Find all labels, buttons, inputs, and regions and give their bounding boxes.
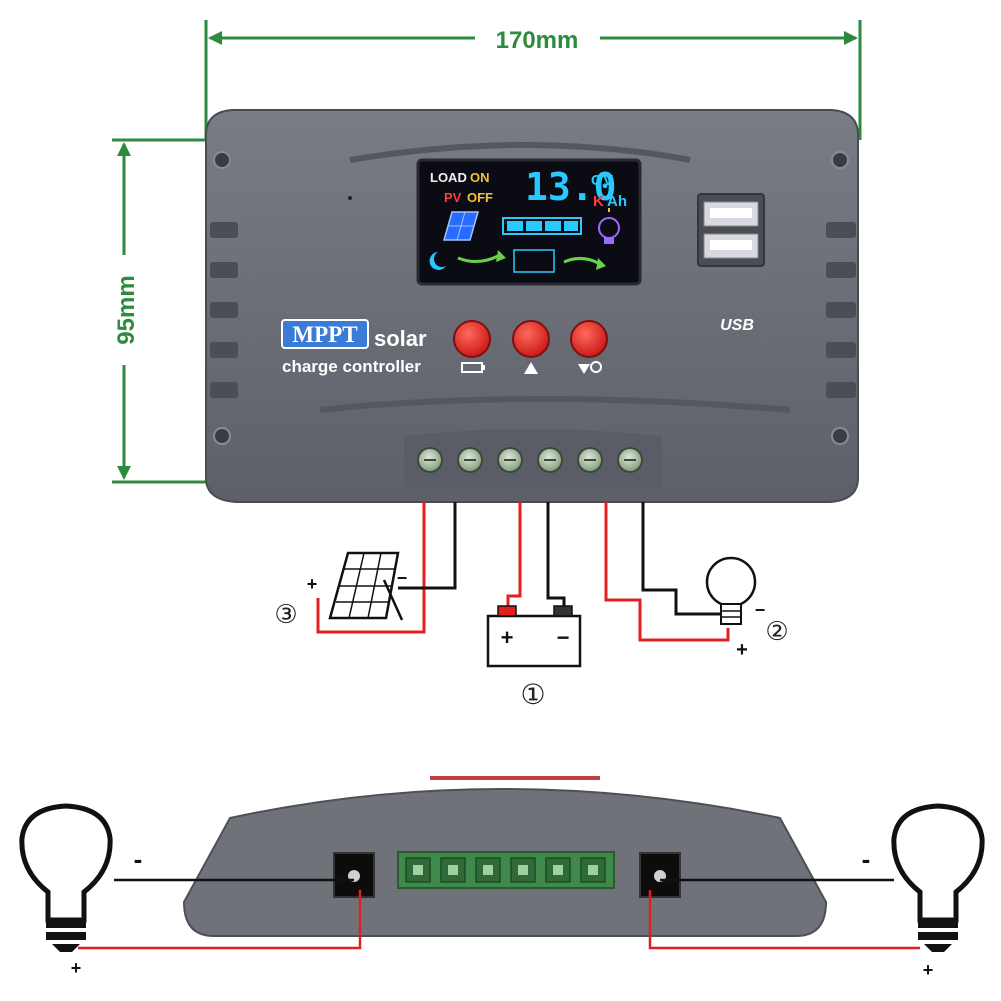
reading-digits: 13.0 bbox=[525, 165, 617, 209]
battery-negative-wire bbox=[546, 502, 566, 610]
battery-positive-wire bbox=[506, 502, 522, 610]
width-dimension: 170mm bbox=[204, 20, 862, 140]
right-lightbulb-icon bbox=[891, 803, 985, 952]
arrow-left-icon bbox=[208, 31, 222, 45]
lcd-display: LOAD ON PV OFF 13.0 C V K Ah bbox=[416, 158, 642, 286]
pv-label: PV bbox=[444, 190, 462, 205]
controller-side-view bbox=[182, 776, 828, 937]
lcd-flow-arrow-icon bbox=[563, 257, 601, 266]
solar-plus: + bbox=[307, 574, 318, 594]
left-bulb-minus: - bbox=[134, 844, 143, 874]
usb-port[interactable] bbox=[697, 193, 765, 267]
load-minus: − bbox=[755, 600, 766, 620]
solar-minus: − bbox=[397, 568, 408, 588]
dc-jack-right[interactable] bbox=[639, 852, 681, 898]
mount-hole-icon bbox=[831, 151, 849, 169]
terminal-solar-negative[interactable] bbox=[457, 447, 483, 473]
left-vent-fins bbox=[210, 222, 238, 398]
height-label: 95mm bbox=[113, 275, 140, 344]
height-dimension: 95mm bbox=[112, 138, 206, 484]
right-vent-fins bbox=[826, 222, 856, 398]
load-plus: + bbox=[736, 639, 748, 661]
menu-button[interactable] bbox=[453, 320, 491, 358]
battery-plus: + bbox=[501, 625, 514, 650]
lightbulb-icon bbox=[705, 556, 757, 625]
side-wiring bbox=[78, 878, 920, 950]
width-label: 170mm bbox=[496, 27, 579, 54]
solar-panel-icon bbox=[328, 551, 404, 621]
right-bulb-minus: - bbox=[862, 844, 871, 874]
brand-block: MPPT solar charge controller bbox=[281, 319, 427, 376]
left-lightbulb-icon bbox=[19, 803, 113, 952]
off-label: OFF bbox=[467, 190, 493, 205]
solar-number: ③ bbox=[274, 600, 297, 630]
terminal-battery-negative[interactable] bbox=[537, 447, 563, 473]
lcd-bulb-icon bbox=[598, 208, 620, 244]
load-negative-wire bbox=[641, 502, 724, 616]
load-label: LOAD bbox=[430, 170, 467, 185]
mount-hole-icon bbox=[213, 151, 231, 169]
mppt-logo: MPPT bbox=[292, 322, 357, 347]
brand-solar: solar bbox=[374, 326, 427, 351]
brand-charge-controller: charge controller bbox=[282, 357, 421, 376]
load-number: ② bbox=[765, 617, 788, 647]
solar-negative-wire bbox=[398, 502, 457, 590]
battery-icon bbox=[486, 605, 582, 668]
load-positive-wire bbox=[604, 502, 730, 642]
up-button[interactable] bbox=[512, 320, 550, 358]
on-label: ON bbox=[470, 170, 490, 185]
wiring bbox=[316, 502, 730, 642]
lcd-load-box-icon bbox=[513, 249, 555, 273]
terminal-battery-positive[interactable] bbox=[497, 447, 523, 473]
mount-hole-icon bbox=[831, 427, 849, 445]
arrow-down-icon bbox=[117, 466, 131, 480]
right-bulb-plus: + bbox=[923, 960, 934, 980]
down-button[interactable] bbox=[570, 320, 608, 358]
lcd-flow-arrow-icon bbox=[457, 254, 499, 263]
down-bulb-icon bbox=[578, 361, 602, 374]
unit-ah: Ah bbox=[607, 193, 627, 210]
battery-icon bbox=[461, 362, 485, 373]
usb-label: USB bbox=[720, 317, 754, 334]
terminal-load-positive[interactable] bbox=[577, 447, 603, 473]
lcd-solar-panel-icon bbox=[443, 211, 479, 241]
warning-triangle-icon bbox=[524, 362, 538, 374]
terminal-load-negative[interactable] bbox=[617, 447, 643, 473]
lcd-moon-icon bbox=[429, 252, 446, 270]
unit-k: K bbox=[593, 193, 604, 210]
battery-minus: − bbox=[557, 625, 570, 650]
battery-number: ① bbox=[520, 678, 545, 711]
unit-v: V bbox=[603, 172, 613, 189]
arrow-up-icon bbox=[117, 142, 131, 156]
arrow-right-icon bbox=[844, 31, 858, 45]
terminal-solar-positive[interactable] bbox=[417, 447, 443, 473]
controller-front: LOAD ON PV OFF 13.0 C V K Ah bbox=[205, 109, 859, 503]
mount-hole-icon bbox=[213, 427, 231, 445]
unit-c: C bbox=[591, 172, 602, 189]
solar-positive-wire bbox=[316, 502, 426, 634]
terminal-block bbox=[404, 429, 662, 488]
lcd-battery-icon bbox=[502, 217, 582, 235]
left-bulb-plus: + bbox=[71, 958, 82, 978]
side-terminal-block bbox=[397, 851, 615, 889]
dc-jack-left[interactable] bbox=[333, 852, 375, 898]
